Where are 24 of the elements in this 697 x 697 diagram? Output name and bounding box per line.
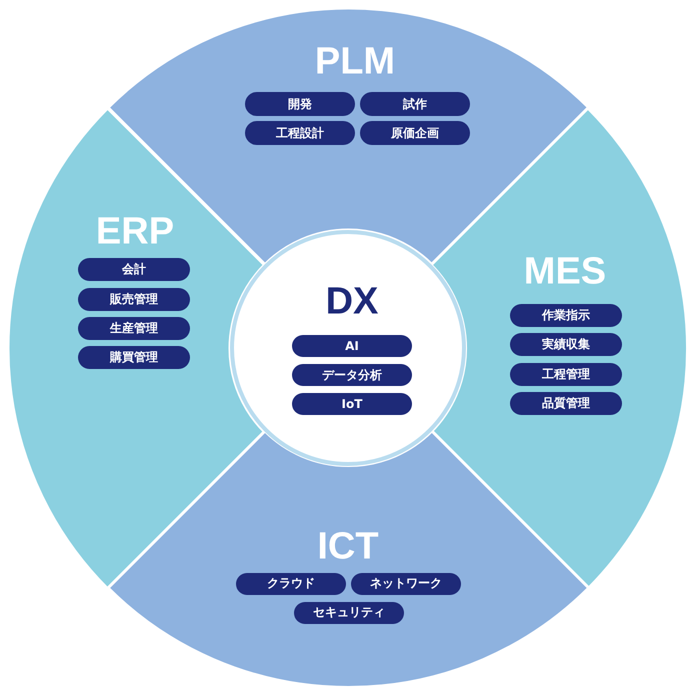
category-tag: ネットワーク (350, 572, 461, 595)
category-tag: 試作 (360, 92, 470, 116)
section-title: DX (326, 280, 378, 324)
section-title: ERP (96, 210, 174, 254)
category-tag: 生産管理 (78, 316, 190, 340)
category-tag: 品質管理 (510, 392, 622, 415)
category-tag: セキュリティ (294, 602, 404, 624)
category-tag: 工程管理 (510, 362, 622, 386)
section-title: MES (524, 250, 606, 294)
category-tag: 作業指示 (510, 304, 622, 327)
category-tag: 購買管理 (78, 346, 190, 369)
category-tag: 会計 (78, 258, 190, 281)
category-tag: 販売管理 (78, 288, 190, 311)
section-title: ICT (317, 525, 379, 568)
category-tag: 実績収集 (510, 332, 622, 356)
category-tag: クラウド (236, 572, 346, 595)
category-tag: データ分析 (292, 364, 412, 386)
section-title: PLM (314, 40, 396, 84)
puzzle-piece (108, 431, 588, 688)
category-tag: 工程設計 (244, 121, 355, 145)
category-tag: 開発 (244, 92, 355, 116)
category-tag: AI (292, 335, 412, 357)
category-tag: IoT (292, 393, 412, 415)
category-tag: 原価企画 (360, 121, 470, 145)
